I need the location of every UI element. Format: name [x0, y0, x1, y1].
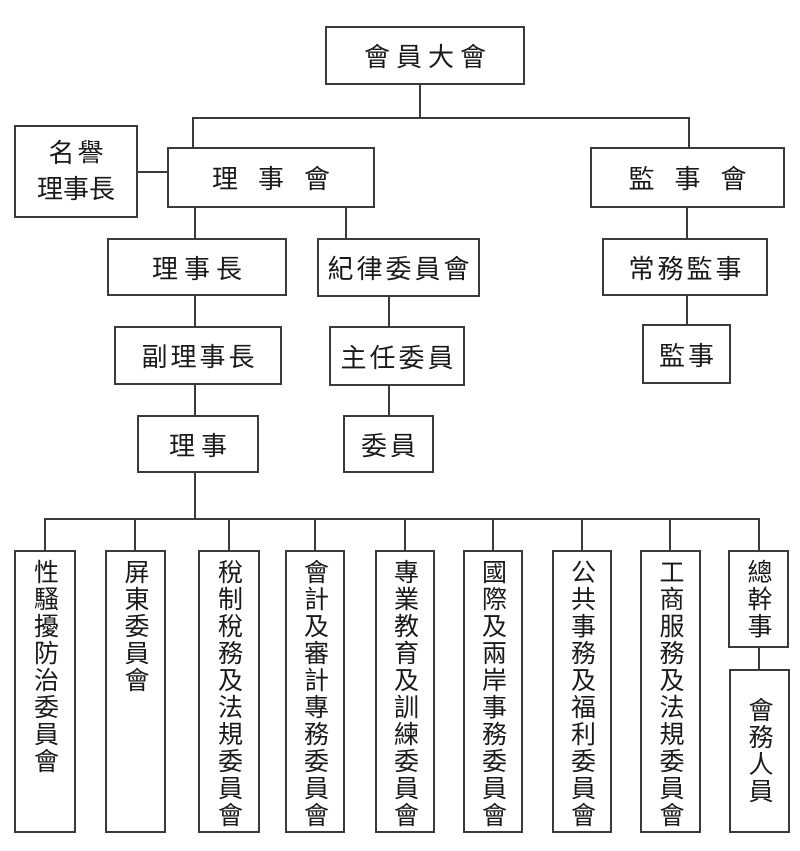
node-label: 會員大會	[363, 43, 492, 73]
node-label: 性騷擾防治委員會	[30, 559, 60, 775]
connector	[192, 117, 690, 119]
connector	[44, 518, 760, 520]
node-board-of-supervisors: 監事會	[590, 147, 785, 208]
connector	[345, 207, 347, 238]
connector	[388, 296, 390, 326]
connector	[388, 385, 390, 415]
connector	[192, 117, 194, 148]
connector	[492, 518, 494, 550]
node-label: 副理事長	[141, 343, 258, 373]
node-label: 稅制稅務及法規委員會	[214, 559, 244, 829]
node-label: 總幹事	[744, 559, 773, 640]
connector	[758, 647, 760, 669]
node-label: 屏東委員會	[121, 559, 150, 694]
connector	[688, 117, 690, 148]
connector	[686, 295, 688, 324]
node-label: 會計及審計專務委員會	[300, 559, 330, 829]
connector	[137, 171, 168, 173]
node-chairman: 理事長	[107, 238, 287, 296]
node-honorary-chairman: 名譽 理事長	[14, 125, 138, 218]
connector	[686, 207, 688, 238]
node-label: 紀律委員會	[327, 255, 473, 285]
node-label: 工商服務及法規委員會	[656, 559, 685, 829]
node-committee-accounting-auditing: 會計及審計專務委員會	[285, 550, 345, 833]
connector	[194, 295, 196, 326]
node-committee-international-cross-strait-affairs: 國際及兩岸事務委員會	[463, 550, 523, 833]
node-label-line2: 理事長	[36, 174, 115, 205]
node-discipline-committee: 紀律委員會	[317, 238, 480, 297]
node-label: 委員	[360, 431, 419, 462]
connector	[134, 518, 136, 550]
node-label: 國際及兩岸事務委員會	[478, 559, 508, 829]
connector	[404, 518, 406, 550]
node-label: 理事會	[211, 165, 350, 195]
node-chief-commissioner: 主任委員	[329, 326, 465, 386]
connector	[228, 518, 230, 550]
node-supervisor: 監事	[642, 324, 731, 384]
node-committee-sexual-harassment-prevention: 性騷擾防治委員會	[14, 550, 76, 833]
node-label: 監事	[658, 341, 717, 372]
connector	[194, 472, 196, 518]
node-standing-supervisor: 常務監事	[602, 238, 768, 296]
node-committee-tax-system-regulations: 稅制稅務及法規委員會	[198, 550, 260, 833]
node-vice-chairman: 副理事長	[114, 326, 282, 385]
connector	[758, 518, 760, 550]
node-label: 理事長	[151, 254, 248, 285]
connector	[581, 518, 583, 550]
node-committee-pingtung: 屏東委員會	[105, 550, 166, 833]
node-secretary-general: 總幹事	[728, 550, 789, 648]
node-commissioner: 委員	[343, 415, 434, 473]
node-label: 主任委員	[340, 343, 457, 374]
node-label: 常務監事	[628, 254, 745, 285]
connector	[194, 207, 196, 238]
node-label: 專業教育及訓練委員會	[390, 559, 420, 829]
node-label: 理事	[168, 431, 233, 462]
node-committee-industry-commerce-services-regulations: 工商服務及法規委員會	[640, 550, 701, 833]
node-label: 監事會	[628, 165, 767, 195]
node-label-line1: 名譽	[48, 138, 107, 169]
node-director: 理事	[137, 415, 259, 473]
node-committee-professional-education-training: 專業教育及訓練委員會	[375, 550, 435, 833]
node-board-of-directors: 理事會	[167, 147, 375, 208]
node-general-assembly: 會員大會	[325, 26, 525, 85]
node-association-staff: 會務人員	[729, 669, 790, 833]
node-label: 會務人員	[745, 697, 774, 805]
node-committee-public-affairs-welfare: 公共事務及福利委員會	[552, 550, 612, 833]
connector	[194, 384, 196, 415]
connector	[314, 518, 316, 550]
connector	[419, 85, 421, 118]
connector	[44, 518, 46, 550]
node-label: 公共事務及福利委員會	[567, 559, 597, 829]
connector	[669, 518, 671, 550]
